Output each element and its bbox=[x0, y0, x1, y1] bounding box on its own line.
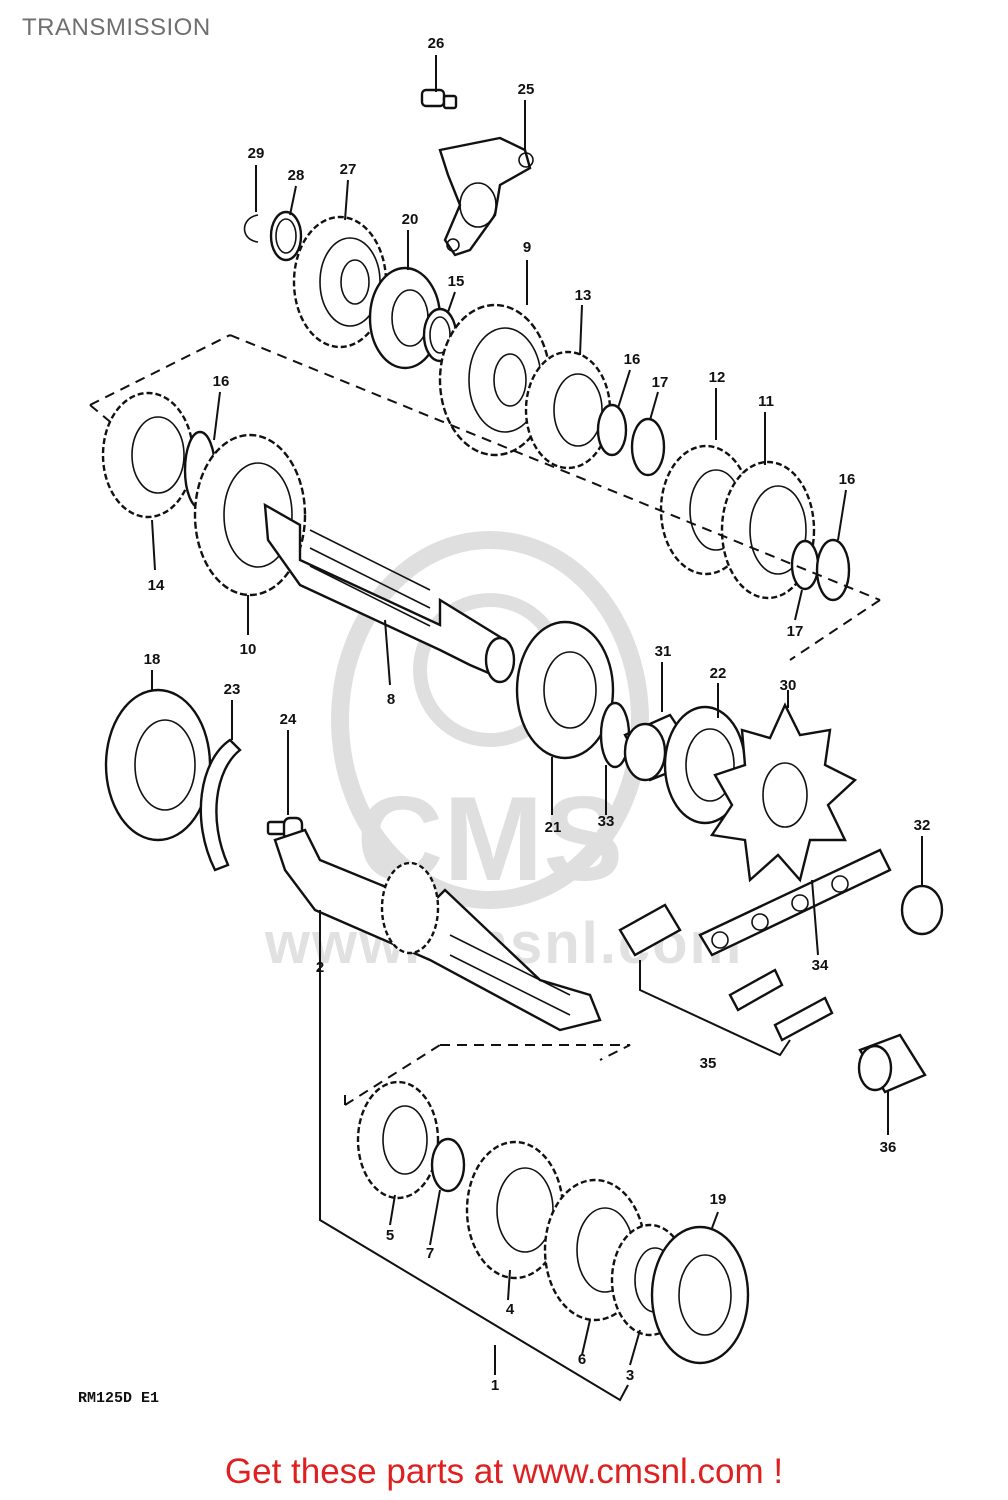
callout-32: 32 bbox=[914, 817, 931, 834]
callout-35: 35 bbox=[700, 1055, 717, 1072]
part-5-gear[interactable] bbox=[356, 1080, 440, 1200]
part-13-gear[interactable] bbox=[524, 350, 612, 470]
callout-10: 10 bbox=[240, 641, 257, 658]
callout-33: 33 bbox=[598, 813, 615, 830]
part-23-stopper[interactable] bbox=[199, 738, 242, 872]
leader-lines bbox=[151, 55, 923, 1375]
part-30-sprocket[interactable] bbox=[709, 702, 858, 883]
callout-2: 2 bbox=[316, 959, 324, 976]
bracket-1 bbox=[319, 910, 629, 1402]
callout-1: 1 bbox=[491, 1377, 499, 1394]
callout-15: 15 bbox=[448, 273, 465, 290]
bracket-35 bbox=[639, 960, 791, 1057]
part-17-circlip[interactable] bbox=[790, 539, 820, 591]
callout-5: 5 bbox=[386, 1227, 394, 1244]
callout-14: 14 bbox=[148, 577, 165, 594]
page-title: TRANSMISSION bbox=[22, 14, 211, 41]
callout-29: 29 bbox=[248, 145, 265, 162]
callout-4: 4 bbox=[506, 1301, 515, 1318]
part-21-bearing[interactable] bbox=[515, 620, 615, 760]
callout-21: 21 bbox=[545, 819, 562, 836]
callout-20: 20 bbox=[402, 211, 419, 228]
callout-22: 22 bbox=[710, 665, 727, 682]
callout-23: 23 bbox=[224, 681, 241, 698]
callout-3: 3 bbox=[626, 1367, 634, 1384]
callout-24: 24 bbox=[280, 711, 297, 728]
callout-16b: 16 bbox=[839, 471, 856, 488]
part-2-mainshaft[interactable] bbox=[273, 828, 602, 1032]
part-35-chain-joint-set[interactable] bbox=[618, 903, 834, 1042]
callout-19: 19 bbox=[710, 1191, 727, 1208]
part-10-gear[interactable] bbox=[193, 433, 307, 597]
part-34-chain-joint[interactable] bbox=[698, 848, 892, 957]
callout-labels: 26 25 29 28 27 20 15 9 13 16 17 12 11 16… bbox=[144, 35, 931, 1394]
callout-31: 31 bbox=[655, 643, 672, 660]
callout-17b: 17 bbox=[787, 623, 804, 640]
exploded-parts-diagram: 26 25 29 28 27 20 15 9 13 16 17 12 11 16… bbox=[89, 35, 944, 1402]
callout-16c: 16 bbox=[213, 373, 230, 390]
part-19-bearing[interactable] bbox=[650, 1225, 750, 1365]
callout-8: 8 bbox=[387, 691, 395, 708]
callout-13: 13 bbox=[575, 287, 592, 304]
part-29-circlip[interactable] bbox=[243, 214, 259, 243]
callout-27: 27 bbox=[340, 161, 357, 178]
part-7-circlip[interactable] bbox=[430, 1137, 466, 1193]
callout-36: 36 bbox=[880, 1139, 897, 1156]
callout-17a: 17 bbox=[652, 374, 669, 391]
callout-25: 25 bbox=[518, 81, 535, 98]
part-8-countershaft[interactable] bbox=[263, 502, 516, 684]
callout-6: 6 bbox=[578, 1351, 586, 1368]
part-16-washer[interactable] bbox=[815, 538, 851, 602]
part-36-dowel[interactable] bbox=[857, 1033, 927, 1094]
callout-34: 34 bbox=[812, 957, 829, 974]
part-17-circlip[interactable] bbox=[630, 417, 666, 477]
part-14-gear[interactable] bbox=[101, 391, 195, 519]
part-25-bracket[interactable] bbox=[438, 136, 534, 257]
part-18-bearing[interactable] bbox=[104, 688, 212, 842]
callout-30: 30 bbox=[780, 677, 797, 694]
assembly-outline-lower bbox=[344, 1044, 631, 1106]
callout-12: 12 bbox=[709, 369, 726, 386]
callout-18: 18 bbox=[144, 651, 161, 668]
model-code: RM125D E1 bbox=[78, 1390, 160, 1407]
callout-26: 26 bbox=[428, 35, 445, 52]
footer-link[interactable]: Get these parts at www.cmsnl.com ! bbox=[224, 1452, 784, 1491]
part-26-bolt[interactable] bbox=[420, 88, 458, 110]
callout-16a: 16 bbox=[624, 351, 641, 368]
callout-11: 11 bbox=[758, 393, 774, 410]
callout-9: 9 bbox=[523, 239, 531, 256]
part-16-washer[interactable] bbox=[596, 403, 628, 457]
part-32-circlip[interactable] bbox=[900, 884, 944, 936]
callout-7: 7 bbox=[426, 1245, 434, 1262]
callout-28: 28 bbox=[288, 167, 305, 184]
